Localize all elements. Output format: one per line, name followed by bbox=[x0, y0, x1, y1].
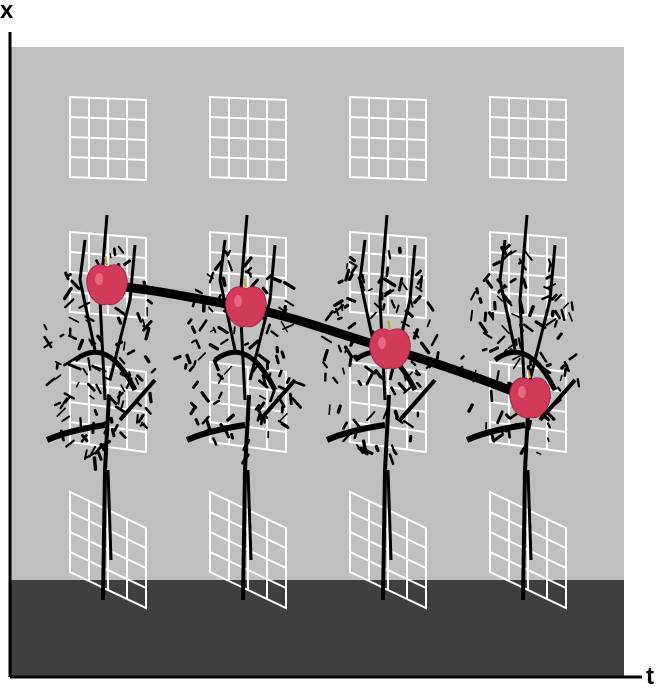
t-axis-label: t bbox=[646, 663, 654, 689]
frame-4 bbox=[456, 95, 581, 610]
window-grid-top bbox=[349, 95, 427, 182]
frame-1 bbox=[43, 95, 157, 610]
apple-4 bbox=[509, 369, 551, 419]
window-grid-floor bbox=[209, 490, 287, 610]
apples-group bbox=[86, 256, 551, 419]
apple-2 bbox=[225, 278, 267, 328]
apple-3 bbox=[369, 320, 411, 370]
window-grid-top bbox=[69, 95, 147, 182]
apple-1 bbox=[86, 256, 128, 306]
window-grid-floor bbox=[69, 490, 147, 610]
window-grid-top bbox=[209, 95, 287, 182]
window-grid-top bbox=[489, 95, 567, 182]
tree-1 bbox=[43, 214, 157, 601]
apple-trajectory-line bbox=[102, 280, 535, 403]
window-grid-floor bbox=[349, 490, 427, 610]
x-axis-label: x bbox=[0, 0, 14, 24]
window-grid-floor bbox=[489, 490, 567, 610]
tree-4 bbox=[456, 214, 581, 601]
